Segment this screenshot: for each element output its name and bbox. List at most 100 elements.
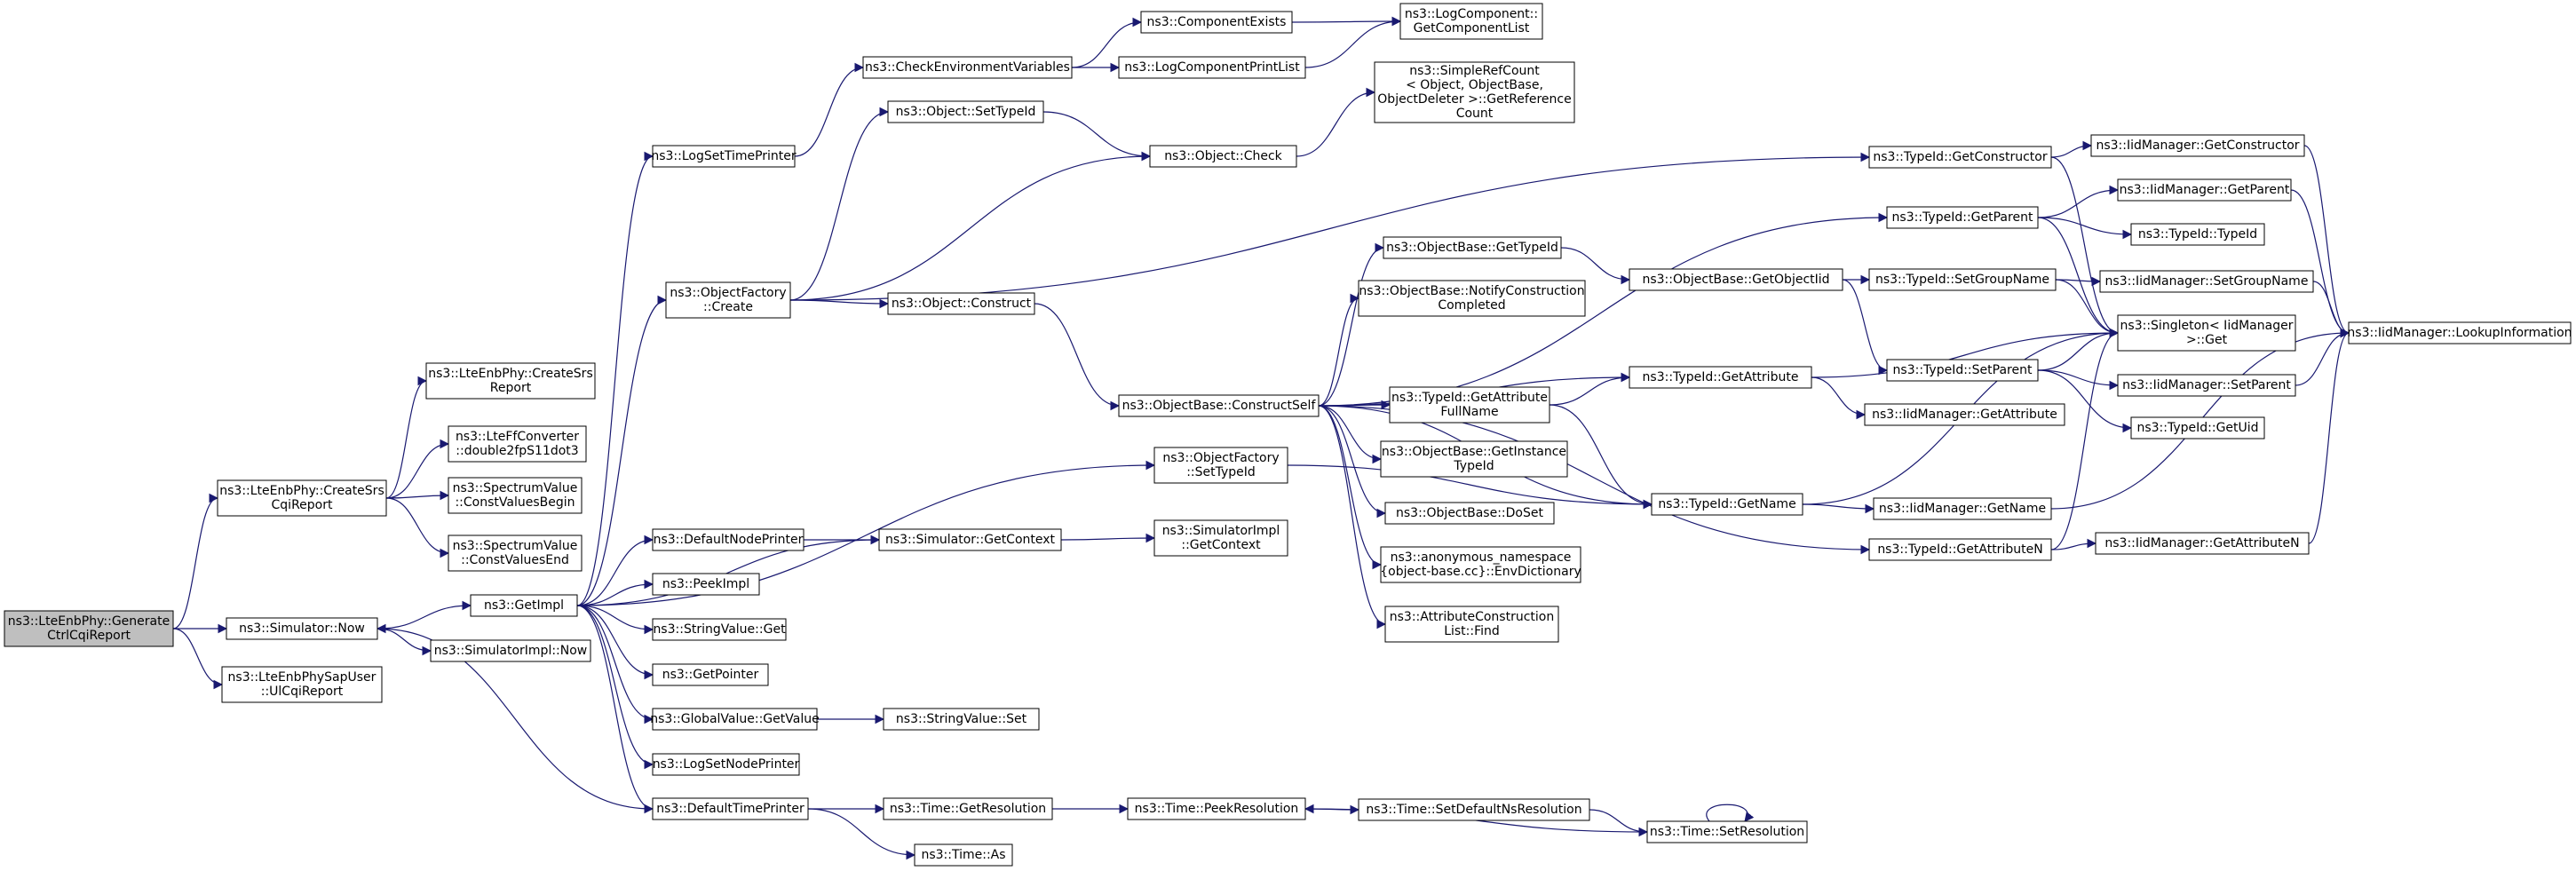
graph-node-box (652, 573, 760, 596)
graph-node-strValueSet[interactable]: ns3::StringValue::Set (883, 708, 1040, 731)
graph-node-box (1358, 798, 1590, 821)
graph-node-simpleRefCount[interactable]: ns3::SimpleRefCount< Object, ObjectBase,… (1374, 61, 1575, 123)
graph-node-simImplGetContext[interactable]: ns3::SimulatorImpl::GetContext (1153, 519, 1288, 557)
graph-edge-tidGetAttribute-singletonGet (1811, 328, 2120, 378)
graph-node-checkEnvVars[interactable]: ns3::CheckEnvironmentVariables (862, 56, 1073, 79)
graph-node-box (1651, 493, 1803, 516)
graph-node-label: TypeId (1453, 459, 1494, 473)
graph-node-box (1380, 440, 1568, 478)
graph-node-timeAs[interactable]: ns3::Time::As (914, 843, 1013, 867)
graph-node-tidGetAttribute[interactable]: ns3::TypeId::GetAttribute (1629, 366, 1812, 389)
graph-node-label: ns3::SpectrumValue (453, 481, 578, 495)
graph-node-anonEnvDict[interactable]: ns3::anonymous_namespace{object-base.cc}… (1380, 546, 1581, 583)
graph-node-label: ns3::StringValue::Get (653, 622, 786, 637)
graph-node-box (1629, 366, 1812, 389)
graph-node-obNotifyConstr[interactable]: ns3::ObjectBase::NotifyConstructionCompl… (1358, 280, 1586, 317)
graph-node-label: ::UlCqiReport (261, 685, 344, 699)
graph-node-singletonGet[interactable]: ns3::Singleton< IidManager>::Get (2117, 314, 2296, 352)
graph-node-logSetTimePrinter[interactable]: ns3::LogSetTimePrinter (651, 145, 797, 168)
graph-node-logCompGetList[interactable]: ns3::LogComponent::GetComponentList (1399, 3, 1543, 40)
graph-node-ulCqi[interactable]: ns3::LteEnbPhySapUser::UlCqiReport (221, 666, 383, 703)
graph-edge-objBaseConstructSelf-obNotifyConstr (1318, 293, 1360, 407)
graph-node-defNodePrinter[interactable]: ns3::DefaultNodePrinter (652, 528, 805, 551)
graph-node-timeGetRes[interactable]: ns3::Time::GetResolution (883, 797, 1053, 820)
graph-node-iidGetName[interactable]: ns3::IidManager::GetName (1873, 497, 2052, 520)
graph-node-compExists[interactable]: ns3::ComponentExists (1140, 11, 1293, 34)
graph-edge-checkEnvVars-compExists (1071, 17, 1143, 68)
graph-node-tidGetName[interactable]: ns3::TypeId::GetName (1651, 493, 1803, 516)
graph-node-iidGetAttribute[interactable]: ns3::IidManager::GetAttribute (1864, 403, 2065, 426)
graph-edge-getImpl-simGetContext (576, 534, 881, 606)
graph-node-iidSetGroupName[interactable]: ns3::IidManager::SetGroupName (2099, 270, 2314, 293)
graph-edge-objBaseConstructSelf-anonEnvDict (1318, 405, 1383, 570)
graph-node-peekImpl[interactable]: ns3::PeekImpl (652, 573, 760, 596)
graph-node-label: ns3::LteEnbPhySapUser (228, 670, 376, 685)
graph-node-timeSetRes[interactable]: ns3::Time::SetResolution (1646, 820, 1808, 843)
graph-node-tidTypeId[interactable]: ns3::TypeId::TypeId (2130, 223, 2265, 246)
graph-node-label: ns3::IidManager::GetParent (2120, 183, 2290, 197)
graph-node-getPointer[interactable]: ns3::GetPointer (652, 663, 769, 686)
graph-node-iidGetParent[interactable]: ns3::IidManager::GetParent (2117, 178, 2292, 202)
graph-node-objCheck[interactable]: ns3::Object::Check (1149, 145, 1297, 168)
graph-node-double2fp[interactable]: ns3::LteFfConverter::double2fpS11dot3 (448, 425, 587, 463)
graph-edge-tidGetParent-singletonGet (2037, 217, 2120, 338)
graph-edge-tidSetGroupName-iidSetGroupName (2055, 276, 2102, 287)
graph-node-simImplNow[interactable]: ns3::SimulatorImpl::Now (430, 639, 591, 662)
graph-edge-objBaseConstructSelf-acListFind (1318, 405, 1387, 629)
graph-node-label: ::GetContext (1181, 538, 1261, 552)
graph-node-objBaseConstructSelf[interactable]: ns3::ObjectBase::ConstructSelf (1118, 394, 1320, 417)
graph-edge-tidGetAttributeN-iidGetAttributeN (2050, 538, 2097, 550)
graph-node-objConstruct[interactable]: ns3::Object::Construct (887, 292, 1035, 315)
graph-node-box (883, 797, 1053, 820)
graph-node-box (2099, 270, 2314, 293)
graph-node-cvBegin[interactable]: ns3::SpectrumValue::ConstValuesBegin (448, 477, 583, 514)
graph-edge-getImpl-defTimePrinter (576, 605, 654, 814)
graph-node-label: ns3::LteEnbPhy::CreateSrs (219, 484, 384, 498)
graph-edge-objBaseConstructSelf-obGetTypeId (1318, 242, 1385, 407)
graph-node-obDoSet[interactable]: ns3::ObjectBase::DoSet (1384, 502, 1555, 525)
graph-node-label: ns3::TypeId::SetParent (1893, 363, 2033, 377)
graph-node-label: ns3::GetPointer (662, 668, 759, 682)
graph-edge-createSrs-cvEnd (385, 497, 450, 558)
graph-node-getImpl[interactable]: ns3::GetImpl (470, 594, 578, 617)
graph-node-objSetTypeId[interactable]: ns3::Object::SetTypeId (887, 100, 1044, 123)
graph-node-tidGetConstructor[interactable]: ns3::TypeId::GetConstructor (1868, 146, 2052, 169)
graph-node-tidGetAttributeN[interactable]: ns3::TypeId::GetAttributeN (1868, 538, 2052, 561)
graph-node-tidGetUid[interactable]: ns3::TypeId::GetUid (2130, 416, 2265, 439)
graph-node-label: ns3::Time::SetDefaultNsResolution (1366, 803, 1581, 817)
graph-node-label: ns3::ObjectBase::GetInstance (1382, 445, 1566, 459)
graph-node-logCompPrintList[interactable]: ns3::LogComponentPrintList (1118, 56, 1306, 79)
graph-node-objFactoryCreate[interactable]: ns3::ObjectFactory::Create (665, 281, 791, 319)
graph-node-strValueGet[interactable]: ns3::StringValue::Get (652, 618, 787, 641)
graph-node-gvGetValue[interactable]: ns3::GlobalValue::GetValue (650, 708, 820, 731)
graph-node-box (221, 666, 383, 703)
graph-node-simGetContext[interactable]: ns3::Simulator::GetContext (878, 528, 1062, 551)
graph-node-iidGetConstructor[interactable]: ns3::IidManager::GetConstructor (2090, 134, 2305, 157)
graph-node-timePeekRes[interactable]: ns3::Time::PeekResolution (1127, 797, 1306, 820)
graph-node-timeSetDefNsRes[interactable]: ns3::Time::SetDefaultNsResolution (1358, 798, 1590, 821)
graph-node-tidSetParent[interactable]: ns3::TypeId::SetParent (1886, 359, 2039, 382)
graph-node-logSetNodePrinter[interactable]: ns3::LogSetNodePrinter (652, 753, 800, 776)
graph-node-simNow[interactable]: ns3::Simulator::Now (226, 617, 378, 640)
graph-node-tidSetGroupName[interactable]: ns3::TypeId::SetGroupName (1868, 268, 2057, 291)
graph-edge-getImpl-logSetNodePrinter (576, 605, 654, 770)
graph-node-label: ns3::IidManager::GetAttributeN (2104, 536, 2299, 550)
graph-node-defTimePrinter[interactable]: ns3::DefaultTimePrinter (652, 797, 809, 820)
graph-node-cvEnd[interactable]: ns3::SpectrumValue::ConstValuesEnd (448, 534, 583, 572)
graph-node-box (2130, 416, 2265, 439)
graph-node-iidSetParent[interactable]: ns3::IidManager::SetParent (2117, 374, 2296, 397)
graph-node-iidGetAttributeN[interactable]: ns3::IidManager::GetAttributeN (2095, 532, 2310, 555)
graph-node-ofSetTypeId[interactable]: ns3::ObjectFactory::SetTypeId (1153, 447, 1288, 484)
graph-node-box (1118, 56, 1306, 79)
graph-node-obGetTypeId[interactable]: ns3::ObjectBase::GetTypeId (1383, 236, 1562, 259)
graph-node-iidLookupInfo[interactable]: ns3::IidManager::LookupInformation (2347, 321, 2572, 344)
graph-node-obGetObjectIid[interactable]: ns3::ObjectBase::GetObjectIid (1629, 268, 1843, 291)
graph-node-tidGetParent[interactable]: ns3::TypeId::GetParent (1886, 206, 2039, 229)
